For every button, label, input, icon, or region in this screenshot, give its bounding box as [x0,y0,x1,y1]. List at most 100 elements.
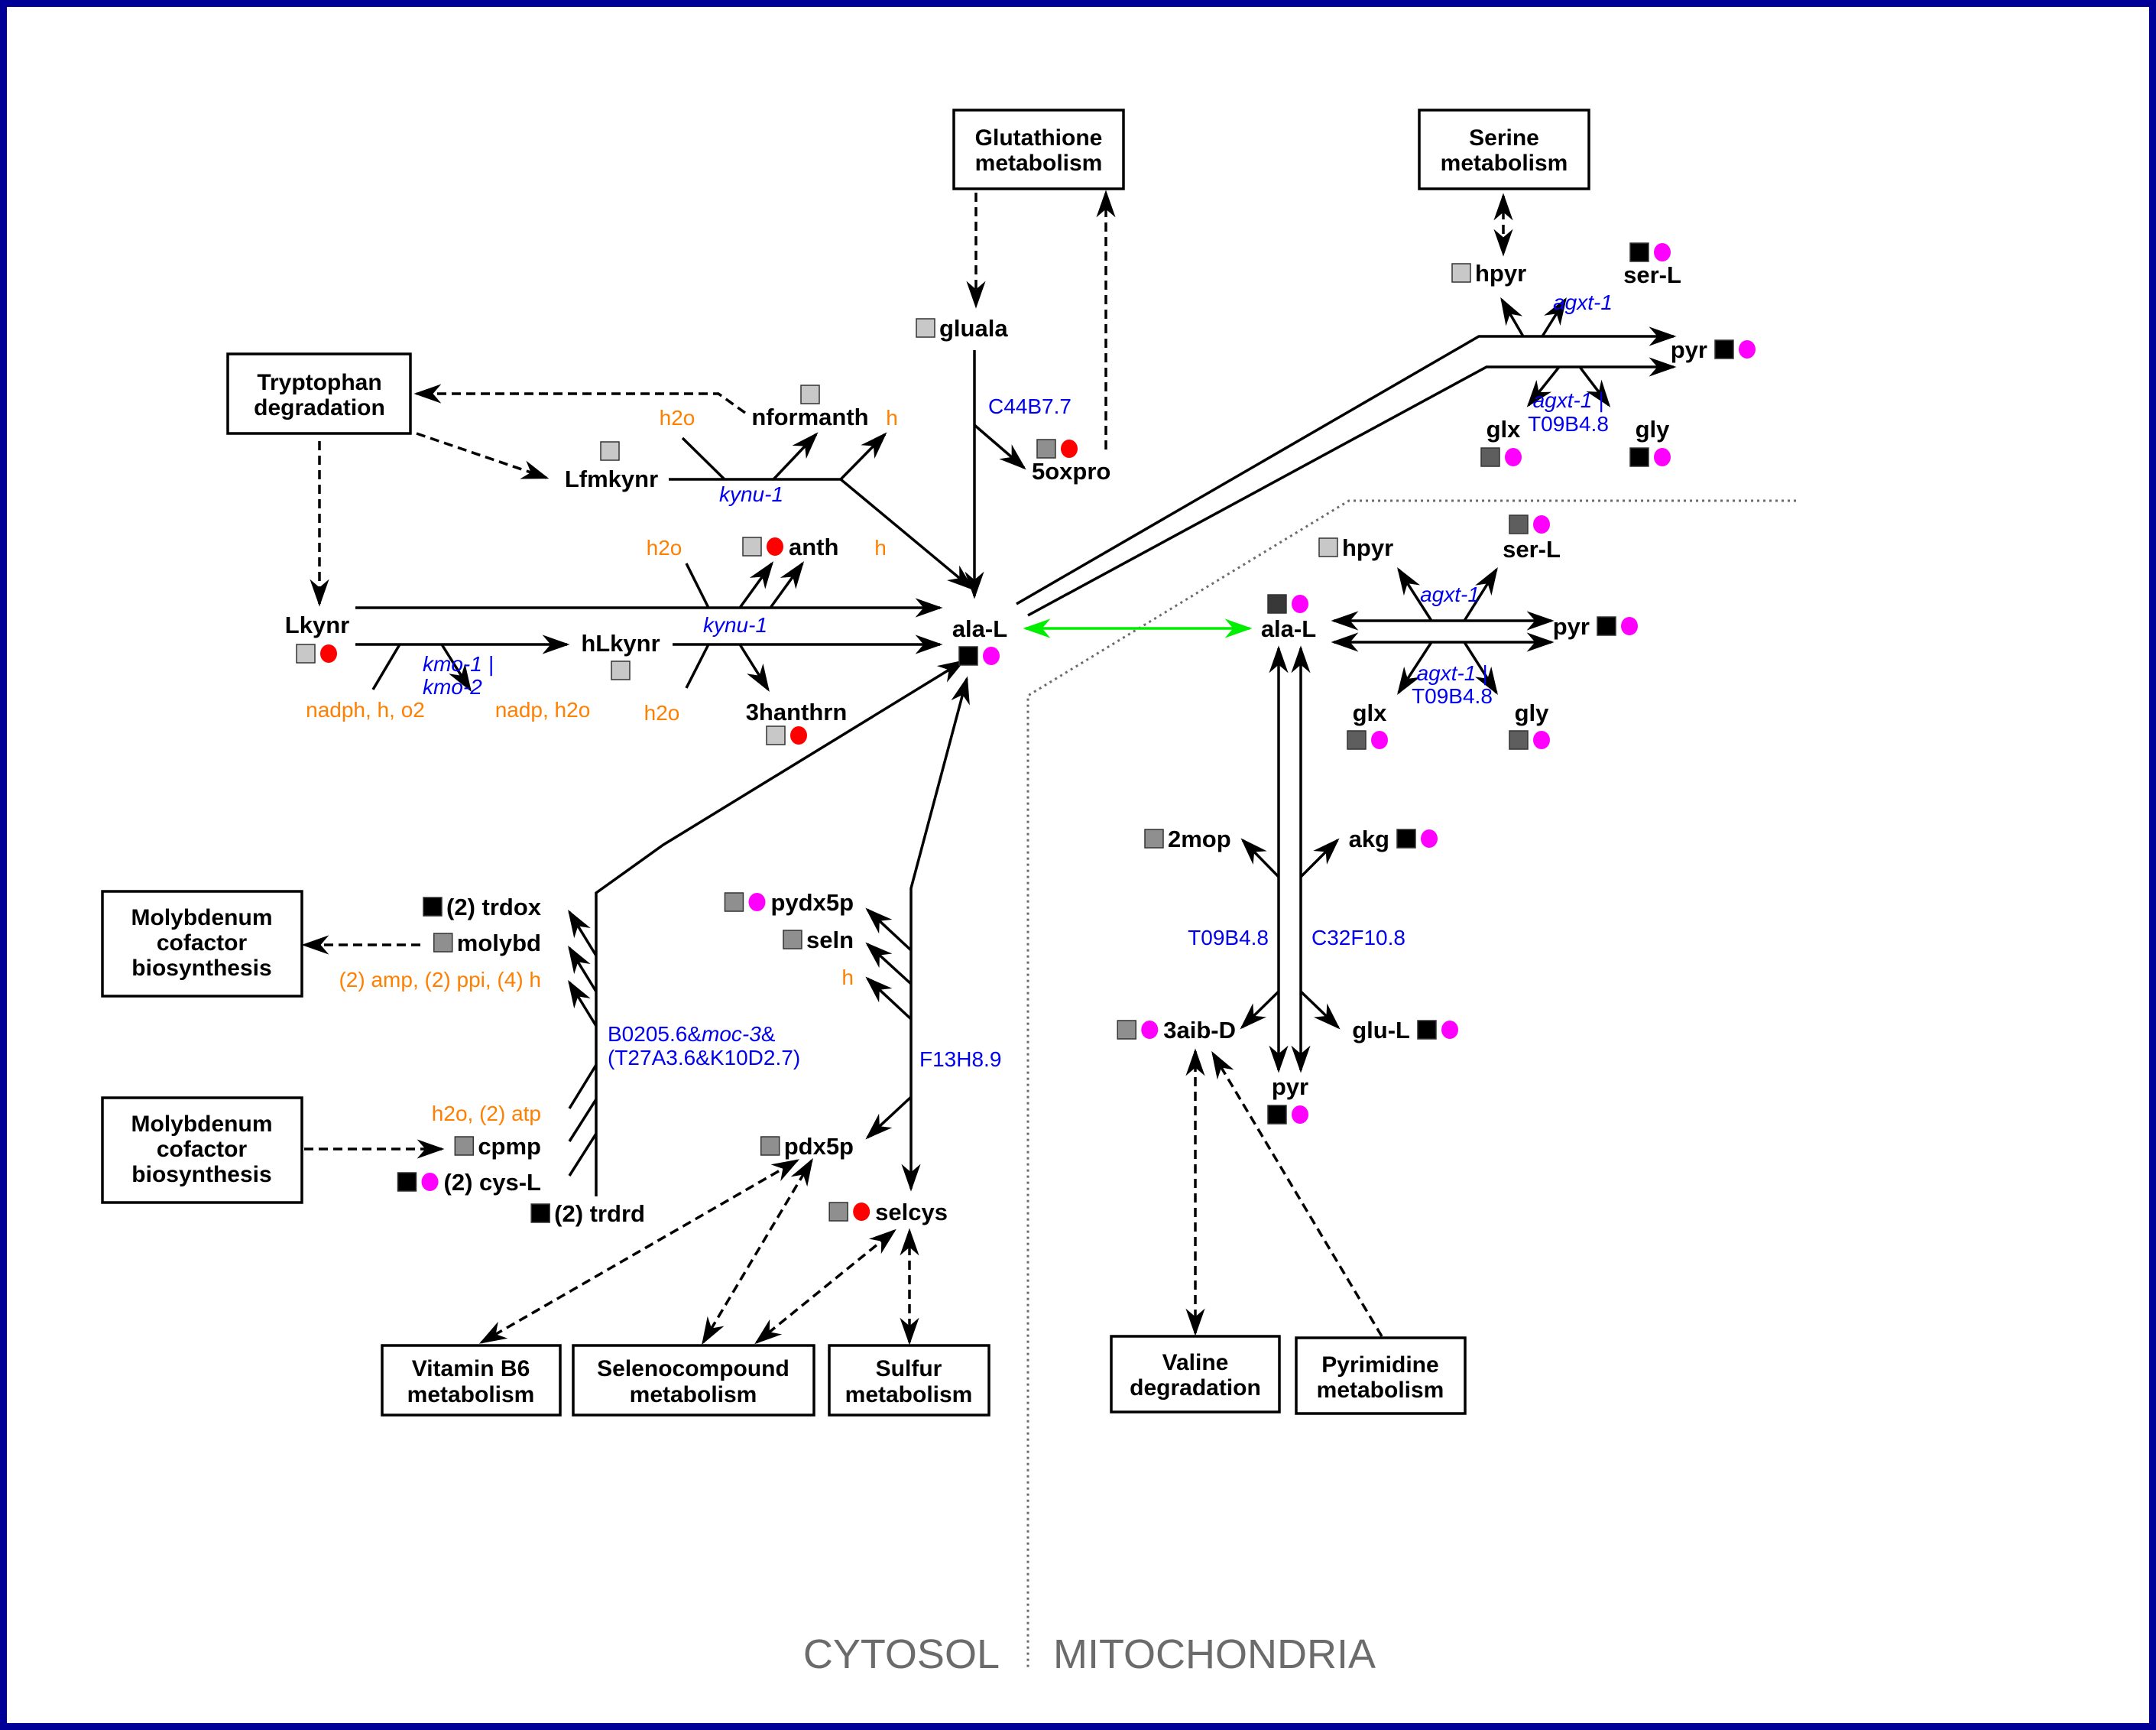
svg-text:metabolism: metabolism [407,1382,535,1407]
pathway-box-vitamin-b6-metabolism[interactable]: Vitamin B6 metabolism [381,1344,562,1417]
metabolite-gluala[interactable]: gluala [916,315,1008,342]
pathway-box-serine-metabolism[interactable]: Serine metabolism [1418,109,1590,190]
metabolite-pyr-m[interactable]: pyr [1553,613,1638,640]
metabolite-label: pdx5p [784,1133,854,1160]
metabolite-nformanth[interactable]: nformanth [751,385,869,430]
metabolite-label: molybd [457,930,541,956]
metabolite-gly-c[interactable]: gly [1629,416,1671,467]
reaction-t09b48[interactable] [1240,645,1289,1073]
gene-label-t09b4-8[interactable]: T09B4.8 [1412,684,1493,708]
pathway-box-molybdenum-cofactor-biosynthesis-2[interactable]: Molybdenum cofactor biosynthesis [101,1096,303,1204]
metabolite-seln[interactable]: seln [783,927,854,953]
svg-text:cofactor: cofactor [157,930,248,956]
metabolite-lkynr[interactable]: Lkynr [285,612,349,664]
svg-text:biosynthesis: biosynthesis [131,956,271,981]
gene-label-agxt-1[interactable]: agxt-1 [1553,290,1613,314]
pathway-box-selenocompound-metabolism[interactable]: Selenocompound metabolism [572,1344,815,1417]
reaction-f13h89[interactable] [865,676,970,1192]
gene-label-agxt-1[interactable]: agxt-1 | [1533,388,1604,412]
reaction-kmo[interactable] [355,635,570,693]
svg-text:biosynthesis: biosynthesis [131,1162,271,1187]
reaction-agxt1-cytosol[interactable] [1016,297,1677,617]
svg-text:metabolism: metabolism [630,1382,757,1407]
compartment-marker-square-icon [1117,1020,1136,1040]
metabolite-label: hpyr [1342,534,1393,561]
metabolite-akg[interactable]: akg [1349,826,1438,852]
reaction-kynu1-lfmkynr[interactable] [669,432,974,591]
metabolite-pyr-m2[interactable]: pyr [1267,1073,1308,1125]
metabolite-anth[interactable]: anth [742,534,838,560]
side-metabolite-h2o: h2o [644,701,680,725]
metabolite-glu[interactable]: glu-L [1352,1017,1458,1044]
metabolite-pdx5p[interactable]: pdx5p [760,1133,854,1160]
metabolite-cpmp[interactable]: cpmp [454,1133,541,1160]
reaction-gluala-c44b77[interactable] [965,350,1026,599]
metabolite-ala-m[interactable]: ala-L [1261,594,1316,642]
reaction-c32f108[interactable] [1291,645,1341,1073]
reaction-agxt1-mito[interactable] [1331,566,1555,696]
metabolite-cys[interactable]: (2) cys-L [397,1169,541,1196]
metabolite-glx-m[interactable]: glx [1347,699,1388,750]
compartment-marker-square-icon [1451,263,1471,283]
gene-label-c44b7-7[interactable]: C44B7.7 [988,394,1072,418]
pathway-box-tryptophan-degradation[interactable]: Tryptophan degradation [226,352,412,435]
data-marker-magenta-dot-icon [1292,595,1308,613]
svg-text:Molybdenum: Molybdenum [131,905,273,930]
gene-label-agxt-1[interactable]: agxt-1 | [1417,661,1488,685]
metabolite-ala-c[interactable]: ala-L [952,615,1007,666]
pathway-box-molybdenum-cofactor-biosynthesis-1[interactable]: Molybdenum cofactor biosynthesis [101,890,303,998]
metabolite-label: pyr [1553,613,1590,640]
metabolite-ser-c[interactable]: ser-L [1623,242,1681,288]
metabolite-pydx5p[interactable]: pydx5p [724,889,854,916]
metabolite-5oxpro[interactable]: 5oxpro [1032,439,1110,485]
metabolite-label: glx [1487,416,1522,443]
pathway-box-sulfur-metabolism[interactable]: Sulfur metabolism [828,1344,990,1417]
metabolite-glx-c[interactable]: glx [1480,416,1522,467]
gene-label-f13h8-9[interactable]: F13H8.9 [919,1047,1001,1071]
metabolite-label: glu-L [1352,1017,1410,1044]
metabolite-hpyr-m[interactable]: hpyr [1318,534,1393,561]
gene-label-t09b4-8[interactable]: T09B4.8 [1188,926,1269,949]
data-marker-magenta-dot-icon [1654,448,1671,466]
compartment-marker-square-icon [742,537,762,557]
metabolite-trdrd[interactable]: (2) trdrd [530,1200,645,1227]
gene-label-moco-complex-2[interactable]: (T27A3.6&K10D2.7) [608,1046,800,1069]
compartment-label-cytosol: CYTOSOL [803,1631,1000,1677]
metabolite-2mop[interactable]: 2mop [1144,826,1231,852]
metabolite-3hanthrn[interactable]: 3hanthrn [746,699,848,745]
gene-label-kynu-1[interactable]: kynu-1 [719,482,783,506]
gene-label-agxt-1[interactable]: agxt-1 [1420,583,1480,606]
reaction-moco[interactable] [568,660,966,1196]
gene-label-t09b4-8[interactable]: T09B4.8 [1528,412,1609,436]
metabolite-pyr-c[interactable]: pyr [1671,336,1756,363]
gene-label-c32f10-8[interactable]: C32F10.8 [1311,926,1405,949]
metabolite-label: 5oxpro [1032,458,1110,485]
compartment-marker-square-icon [397,1172,417,1192]
metabolite-ser-m[interactable]: ser-L [1503,514,1561,563]
compartment-marker-square-icon [530,1203,550,1223]
compartment-marker-square-icon [1036,439,1056,459]
svg-text:metabolism: metabolism [1317,1378,1444,1403]
metabolite-hpyr-c[interactable]: hpyr [1451,260,1526,287]
metabolite-molybd[interactable]: molybd [433,930,541,956]
metabolite-trdox[interactable]: (2) trdox [423,894,542,920]
pathway-box-glutathione-metabolism[interactable]: Glutathione metabolism [952,109,1125,190]
compartment-marker-square-icon [783,930,802,949]
compartment-marker-square-icon [766,725,786,745]
metabolite-hlkynr[interactable]: hLkynr [581,630,660,680]
metabolite-label: (2) cys-L [444,1169,541,1196]
reaction-kynu1-hlkynr[interactable] [673,635,943,693]
metabolite-3aib[interactable]: 3aib-D [1117,1017,1236,1044]
data-marker-magenta-dot-icon [1141,1021,1159,1039]
gene-label-kmo-1[interactable]: kmo-1 | [423,652,494,676]
pathway-box-valine-degradation[interactable]: Valine degradation [1110,1335,1281,1414]
compartment-marker-square-icon [1509,730,1529,750]
reaction-kynu1-lkynr[interactable] [355,561,943,618]
gene-label-moco-complex[interactable]: B0205.6&moc-3& [608,1022,776,1046]
metabolite-lfmkynr[interactable]: Lfmkynr [565,441,658,492]
pathway-box-pyrimidine-metabolism[interactable]: Pyrimidine metabolism [1295,1336,1467,1415]
metabolite-selcys[interactable]: selcys [828,1199,948,1225]
metabolite-gly-m[interactable]: gly [1509,699,1550,750]
gene-label-kmo-2[interactable]: kmo-2 [423,675,482,699]
gene-label-kynu-1[interactable]: kynu-1 [703,613,767,637]
